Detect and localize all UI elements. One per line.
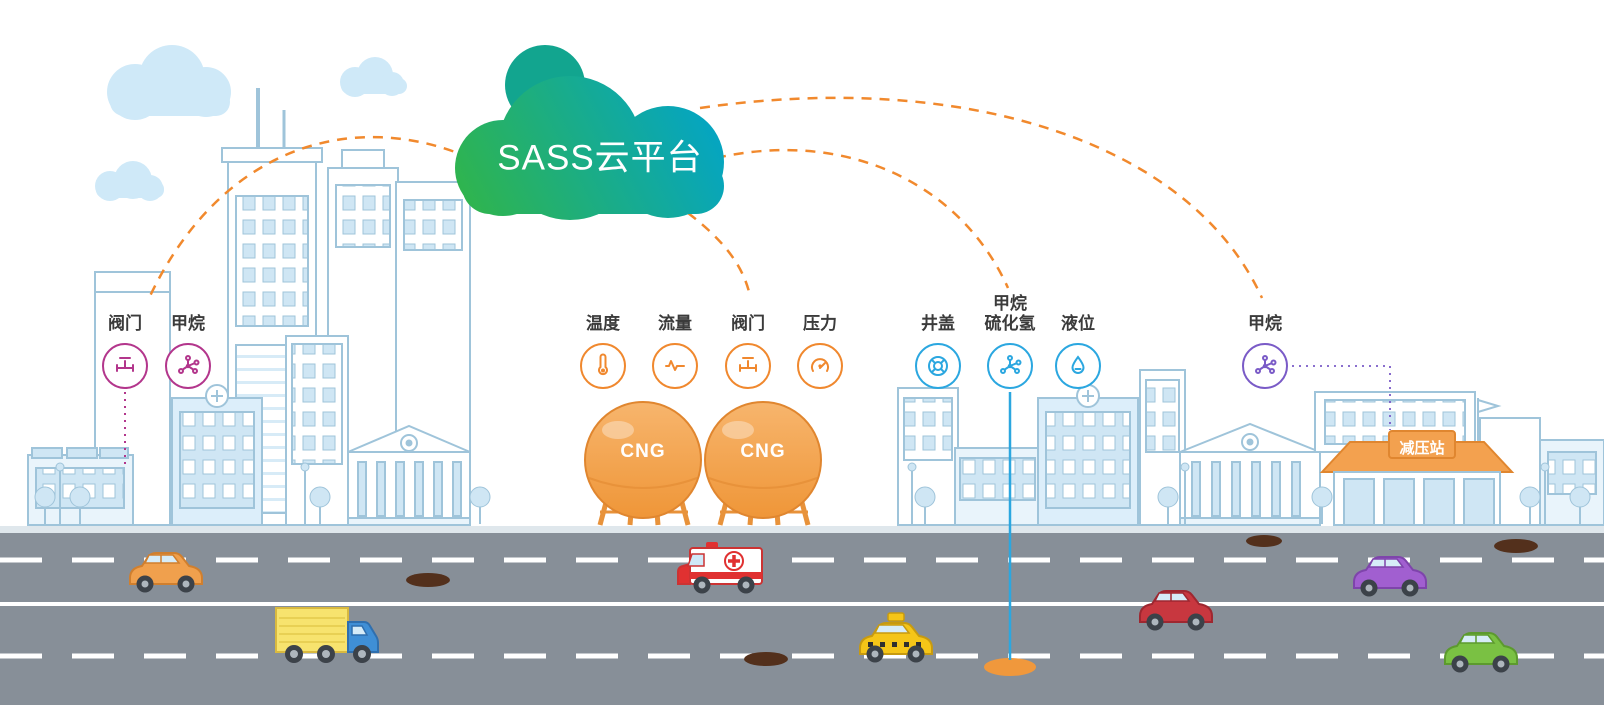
reduction-station-building xyxy=(1314,391,1604,526)
manhole-covers xyxy=(406,535,1538,666)
station-drop-line xyxy=(1292,365,1391,430)
cng-tank-1-label: CNG xyxy=(620,441,666,462)
sensor-city-valve: 阀门 xyxy=(87,285,163,389)
sensor-flow: 流量 xyxy=(637,285,713,389)
cloud-connection-lines xyxy=(148,96,1264,299)
ambulance xyxy=(677,542,763,594)
sensor-pressure: 压力 xyxy=(782,285,858,389)
sensor-label: 液位 xyxy=(1061,313,1095,333)
truck-yellow xyxy=(275,607,379,663)
sensor-label: 阀门 xyxy=(108,313,142,333)
valve-icon xyxy=(725,343,771,389)
sensor-label: 流量 xyxy=(658,313,692,333)
cng-tank-1 xyxy=(584,401,702,519)
link-to-cng-sensors xyxy=(687,212,752,297)
level-icon xyxy=(1055,343,1101,389)
sensor-drop-lines xyxy=(124,365,1391,660)
sensor-label: 井盖 xyxy=(921,313,955,333)
sensor-label: 温度 xyxy=(586,313,620,333)
cng-tank-2 xyxy=(704,401,822,519)
gauge-icon xyxy=(797,343,843,389)
sensor-temperature: 温度 xyxy=(565,285,641,389)
car-red xyxy=(1139,590,1213,631)
molecule-icon xyxy=(165,343,211,389)
link-to-city-sensors xyxy=(148,135,471,297)
flow-icon xyxy=(652,343,698,389)
road xyxy=(0,526,1604,705)
cloud-platform-label: SASS云平台 xyxy=(497,138,703,178)
car-orange xyxy=(129,552,203,593)
sensor-manhole: 井盖 xyxy=(900,285,976,389)
valve-icon xyxy=(102,343,148,389)
link-to-station-sensor xyxy=(699,96,1264,299)
sky-clouds xyxy=(95,45,407,201)
sensor-label: 甲烷 xyxy=(1248,313,1282,333)
molecule-icon xyxy=(1242,343,1288,389)
sensor-label: 阀门 xyxy=(731,313,765,333)
sensor-station-methane: 甲烷 xyxy=(1227,285,1303,389)
reduction-station-label: 减压站 xyxy=(1399,440,1445,457)
thermometer-icon xyxy=(580,343,626,389)
sensor-city-methane: 甲烷 xyxy=(150,285,226,389)
sensor-label: 压力 xyxy=(803,313,837,333)
gas-manhole-orange xyxy=(984,658,1036,676)
taxi xyxy=(859,612,933,663)
car-green xyxy=(1444,632,1518,673)
molecule-icon xyxy=(987,343,1033,389)
vehicles xyxy=(129,542,1518,673)
link-to-pipeline-sensors xyxy=(715,148,1010,289)
city-skyline-right xyxy=(897,369,1321,526)
street-trees xyxy=(34,462,1591,524)
cng-tank-2-label: CNG xyxy=(740,441,786,462)
sensor-label: 甲烷 xyxy=(171,313,205,333)
sensor-methane-h2s: 甲烷 硫化氢 xyxy=(972,285,1048,389)
car-purple xyxy=(1353,556,1427,597)
sensor-valve-cng: 阀门 xyxy=(710,285,786,389)
sensor-liquid-level: 液位 xyxy=(1040,285,1116,389)
cng-tanks xyxy=(584,401,822,526)
sensor-label: 甲烷 硫化氢 xyxy=(984,293,1036,333)
manhole-icon xyxy=(915,343,961,389)
cloud-platform xyxy=(455,45,724,220)
